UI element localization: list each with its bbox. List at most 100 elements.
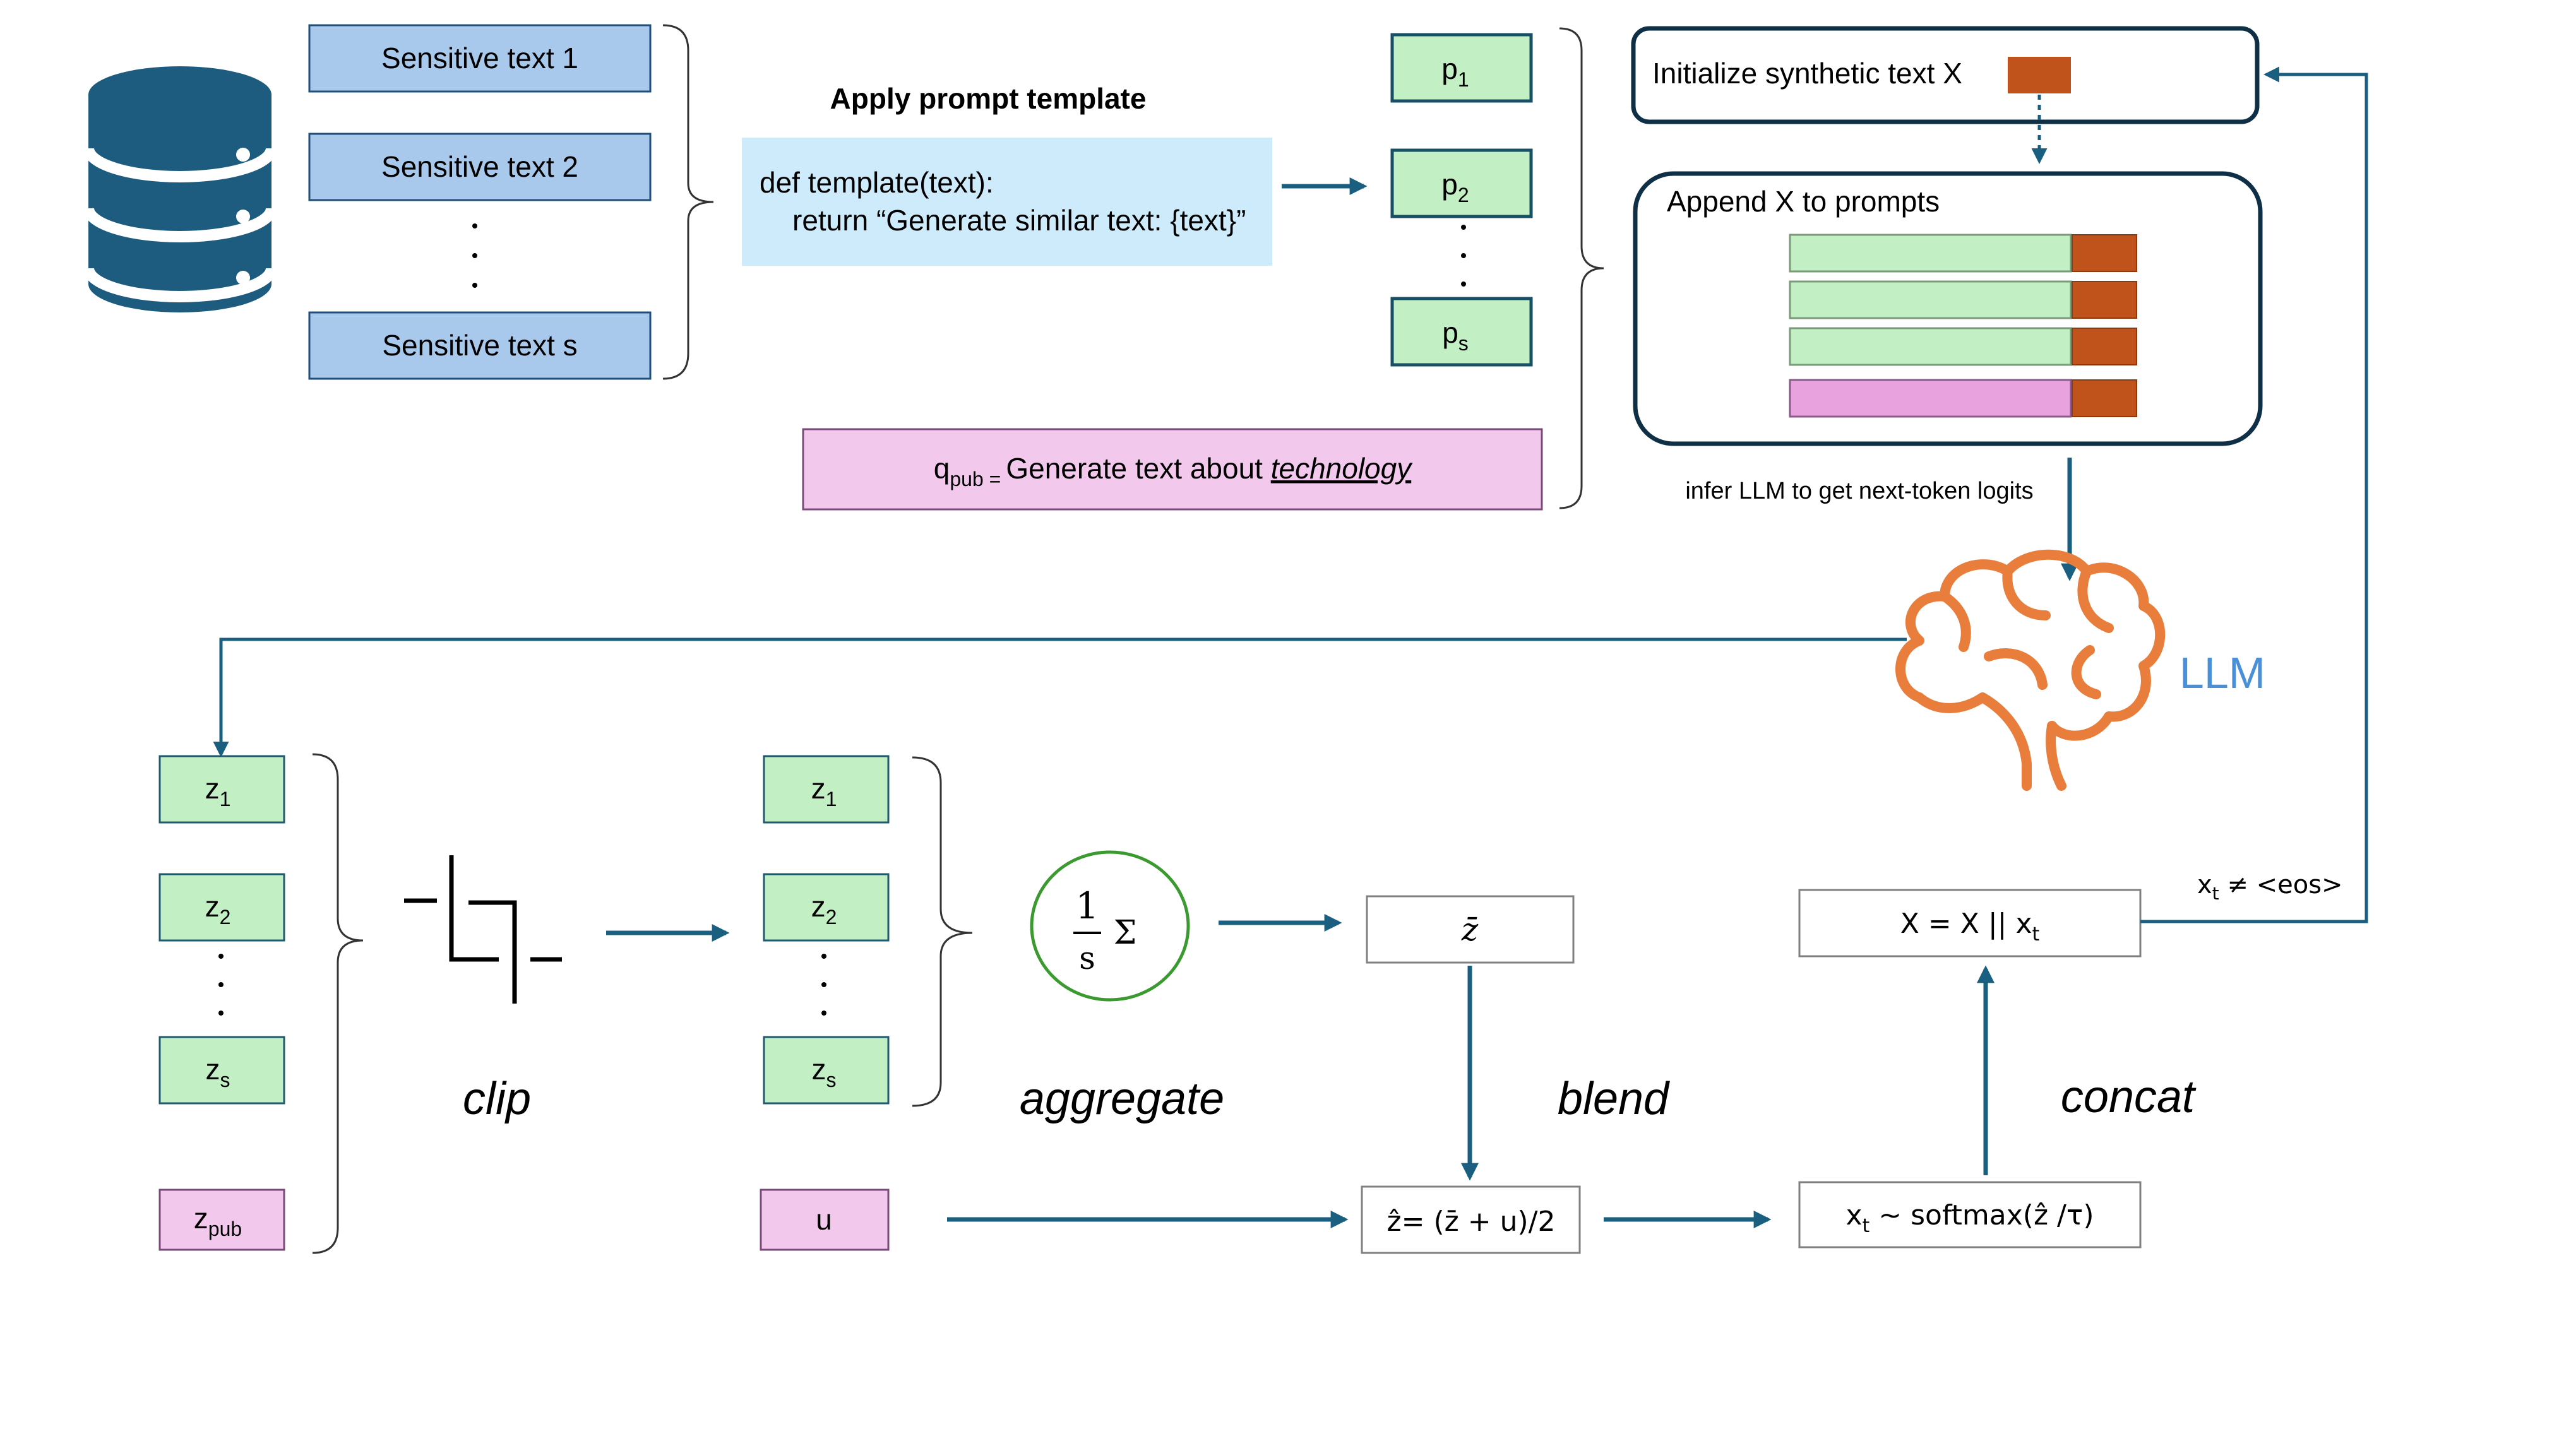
sensitive-text-s-box: Sensitive text s [308,311,652,380]
prompt-dots [1461,225,1466,287]
z-right-s-sub: s [826,1069,837,1091]
svg-text:zs: zs [206,1053,230,1091]
concat-sub: t [2032,923,2040,946]
initialize-box: Initialize synthetic text X [1631,26,2260,124]
svg-text:zs: zs [812,1053,837,1091]
zbar-label: z̄ [1461,911,1479,948]
z-left-2-sub: 2 [220,906,231,928]
svg-text:xt ≠ <eos>: xt ≠ <eos> [2197,870,2343,904]
loop-sub: t [2212,883,2219,904]
z-left-dots [218,954,224,1016]
sample-base: x [1846,1199,1862,1231]
append-box: Append X to prompts [1633,171,2263,446]
sample-sub: t [1863,1215,1870,1237]
z-right-2-box: z2 [763,873,890,942]
sensitive-text-1-box: Sensitive text 1 [308,24,652,93]
concat-box: X = X || xt [1798,889,2142,958]
qpub-box: qpub =Generate text about technology [802,428,1543,511]
z-right-1-box: z1 [763,755,890,824]
prompt-p2-base: p [1441,168,1458,201]
append-prompt-row-3 [1789,327,2072,366]
z-left-2-base: z [205,890,220,923]
svg-text:p2: p2 [1441,168,1469,206]
svg-text:zpub: zpub [194,1202,242,1240]
svg-text:X = X || xt: X = X || xt [1900,908,2040,946]
llm-brain-icon [1895,549,2166,791]
prompt-p2-sub: 2 [1458,184,1469,206]
append-prompt-row-2 [1789,280,2072,319]
sensitive-text-1-label: Sensitive text 1 [381,42,578,74]
z-right-1-sub: 1 [826,788,837,810]
llm-label: LLM [2179,648,2265,697]
svg-text:p1: p1 [1441,52,1469,91]
z-left-1-base: z [205,772,220,805]
apply-template-title: Apply prompt template [830,82,1147,115]
z-left-pub-box: zpub [158,1189,285,1251]
append-public-row [1789,379,2072,418]
initialize-label: Initialize synthetic text X [1652,57,1962,90]
z-left-1-sub: 1 [220,788,231,810]
z-right-s-base: z [812,1053,826,1086]
prompt-p2-box: p2 [1390,148,1533,218]
append-token-1 [2072,234,2137,272]
qpub-topic: technology [1271,452,1413,485]
template-code-box: def template(text): return “Generate sim… [742,138,1272,266]
svg-text:ps: ps [1442,316,1469,355]
z-right-1-base: z [811,772,826,805]
blend-label: blend [1558,1074,1670,1124]
prompts-brace [1559,27,1604,509]
prompt-p1-box: p1 [1390,33,1533,103]
template-code-line1: def template(text): [760,166,994,199]
sensitive-text-2-label: Sensitive text 2 [381,150,578,183]
zbar-box: z̄ [1366,895,1575,964]
append-label: Append X to prompts [1667,185,1940,218]
database-icon [83,66,277,312]
z-right-dots [821,954,826,1016]
qpub-base: q [934,452,950,485]
z-left-pub-sub: pub [208,1218,242,1240]
infer-label: infer LLM to get next-token logits [1685,478,2033,504]
concat-label: concat [2061,1072,2197,1122]
z-left-s-base: z [206,1053,220,1086]
u-box: u [760,1189,890,1251]
u-label: u [816,1203,832,1236]
append-token-2 [2072,281,2137,319]
z-right-2-base: z [811,890,826,923]
sensitive-brace [662,24,714,380]
z-left-2-box: z2 [158,873,285,942]
aggregate-numerator: 1 [1076,884,1099,927]
clip-label: clip [463,1074,531,1124]
prompt-p1-sub: 1 [1458,68,1469,91]
prompt-ps-base: p [1442,316,1458,349]
append-prompt-row-1 [1789,234,2072,273]
llm-to-logits-arrow [213,637,1907,757]
prompt-ps-box: ps [1390,297,1533,367]
sensitive-text-2-box: Sensitive text 2 [308,133,652,201]
clip-icon [404,855,562,1004]
append-token-3 [2072,328,2137,365]
loop-base: x [2197,870,2212,899]
zhat-box: ẑ= (z̄ + u)/2 [1361,1185,1581,1254]
prompt-p1-base: p [1441,52,1458,85]
svg-text:qpub =Generate text about tech: qpub =Generate text about technology [934,452,1413,490]
synthetic-token-block [2008,57,2071,93]
zhat-formula: ẑ= (z̄ + u)/2 [1387,1206,1556,1238]
aggregate-symbol: 1 s Σ [1030,850,1190,1002]
aggregate-label: aggregate [1020,1074,1224,1124]
aggregate-denominator: s [1079,940,1095,976]
aggregate-sum: Σ [1114,914,1137,952]
z-left-pub-base: z [194,1202,208,1235]
loop-rest: ≠ <eos> [2219,870,2343,899]
sample-box: xt ~ softmax(ẑ /τ) [1798,1181,2142,1248]
z-left-1-box: z1 [158,755,285,824]
sensitive-dots [472,223,477,288]
z-left-s-sub: s [220,1069,230,1091]
template-code-line2: return “Generate similar text: {text}” [792,204,1246,237]
svg-text:z2: z2 [205,890,231,928]
z-left-brace [312,753,364,1254]
z-right-2-sub: 2 [826,906,837,928]
z-right-brace [912,756,973,1107]
svg-text:xt ~ softmax(ẑ /τ): xt ~ softmax(ẑ /τ) [1846,1199,2094,1237]
z-right-s-box: zs [763,1036,890,1105]
